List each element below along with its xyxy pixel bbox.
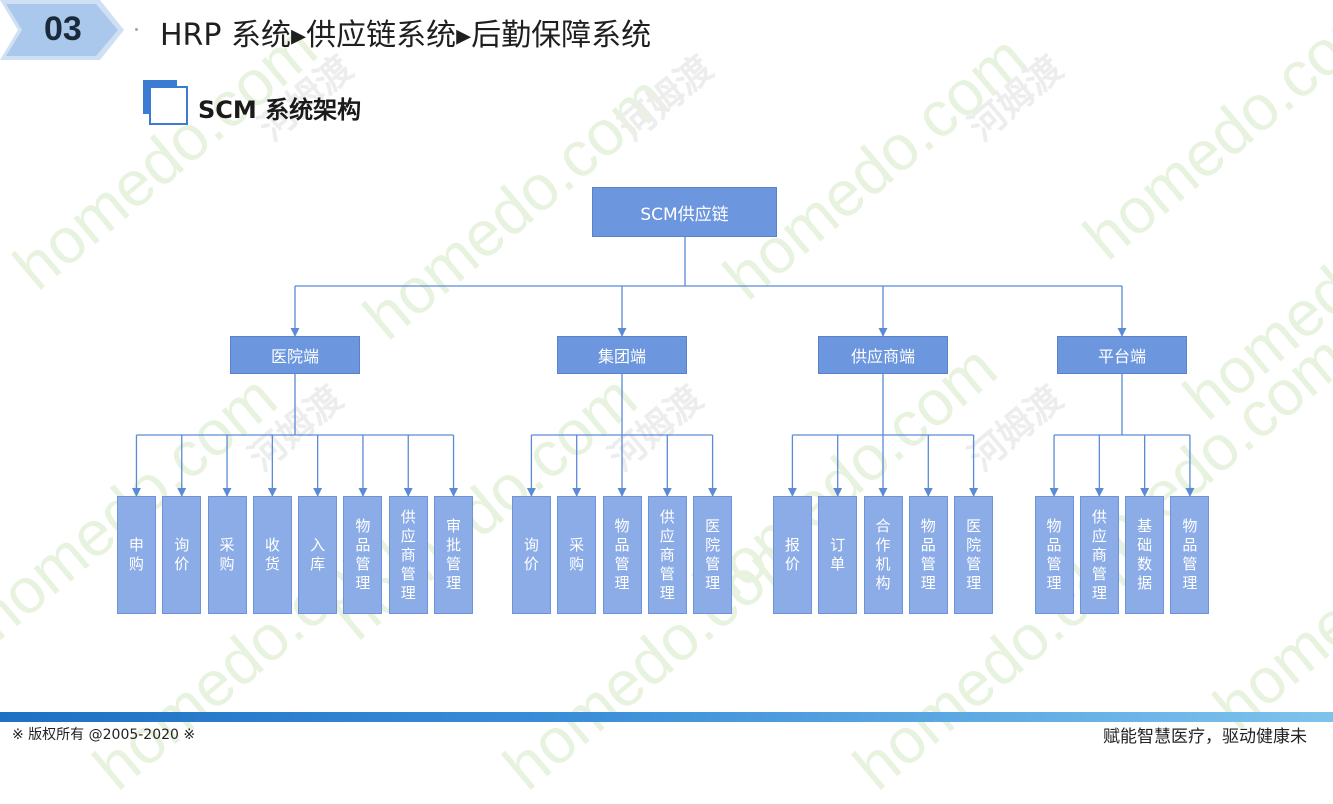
- leaf-label: 采购: [569, 536, 585, 573]
- section-subtitle: SCM 系统架构: [198, 96, 362, 124]
- leaf-node: 物品管理: [1170, 496, 1210, 614]
- section-badge: [0, 0, 124, 60]
- leaf-label: 医院管理: [966, 517, 982, 592]
- leaf-node: 询价: [162, 496, 202, 614]
- leaf-label: 询价: [523, 536, 539, 573]
- footer-slogan: 赋能智慧医疗，驱动健康未: [1103, 727, 1307, 747]
- leaf-node: 订单: [818, 496, 858, 614]
- leaf-node: 供应商管理: [388, 496, 428, 614]
- leaf-label: 物品管理: [1046, 517, 1062, 592]
- leaf-label: 物品管理: [355, 517, 371, 592]
- branch-node: 集团端: [557, 336, 687, 374]
- leaf-node: 物品管理: [908, 496, 948, 614]
- connector-lines: [131, 237, 1195, 497]
- title-dot: [135, 28, 138, 31]
- leaf-label: 物品管理: [614, 517, 630, 592]
- branch-node: 医院端: [230, 336, 360, 374]
- leaf-node: 医院管理: [954, 496, 994, 614]
- leaf-label: 审批管理: [446, 517, 462, 592]
- leaf-label: 基础数据: [1137, 517, 1153, 592]
- leaf-node: 入库: [298, 496, 338, 614]
- leaf-label: 询价: [174, 536, 190, 573]
- root-node: SCM供应链: [592, 187, 777, 237]
- leaf-node: 供应商管理: [647, 496, 687, 614]
- leaf-label: 供应商管理: [400, 507, 416, 602]
- leaf-node: 采购: [557, 496, 597, 614]
- leaf-label: 采购: [219, 536, 235, 573]
- leaf-label: 收货: [264, 536, 280, 573]
- square-bracket-icon: [143, 80, 188, 125]
- leaf-node: 收货: [252, 496, 292, 614]
- leaf-node: 审批管理: [434, 496, 474, 614]
- leaf-label: 申购: [128, 536, 144, 573]
- page-title: HRP 系统▸供应链系统▸后勤保障系统: [160, 18, 652, 53]
- leaf-label: 物品管理: [920, 517, 936, 592]
- leaf-node: 询价: [511, 496, 551, 614]
- leaf-label: 供应商管理: [1091, 507, 1107, 602]
- leaf-label: 入库: [310, 536, 326, 573]
- leaf-label: 合作机构: [875, 517, 891, 592]
- leaf-label: 物品管理: [1182, 517, 1198, 592]
- leaf-label: 报价: [784, 536, 800, 573]
- branch-node: 供应商端: [818, 336, 948, 374]
- leaf-node: 医院管理: [693, 496, 733, 614]
- leaf-label: 医院管理: [705, 517, 721, 592]
- leaf-node: 合作机构: [863, 496, 903, 614]
- copyright-text: ※ 版权所有 @2005-2020 ※: [12, 727, 196, 743]
- leaf-node: 基础数据: [1125, 496, 1165, 614]
- branch-node: 平台端: [1057, 336, 1187, 374]
- leaf-node: 报价: [772, 496, 812, 614]
- leaf-label: 订单: [830, 536, 846, 573]
- leaf-node: 供应商管理: [1079, 496, 1119, 614]
- leaf-node: 物品管理: [1034, 496, 1074, 614]
- leaf-node: 物品管理: [343, 496, 383, 614]
- leaf-node: 申购: [116, 496, 156, 614]
- footer-bar: [0, 712, 1333, 722]
- leaf-label: 供应商管理: [659, 507, 675, 602]
- leaf-node: 采购: [207, 496, 247, 614]
- leaf-node: 物品管理: [602, 496, 642, 614]
- section-number: 03: [44, 10, 82, 48]
